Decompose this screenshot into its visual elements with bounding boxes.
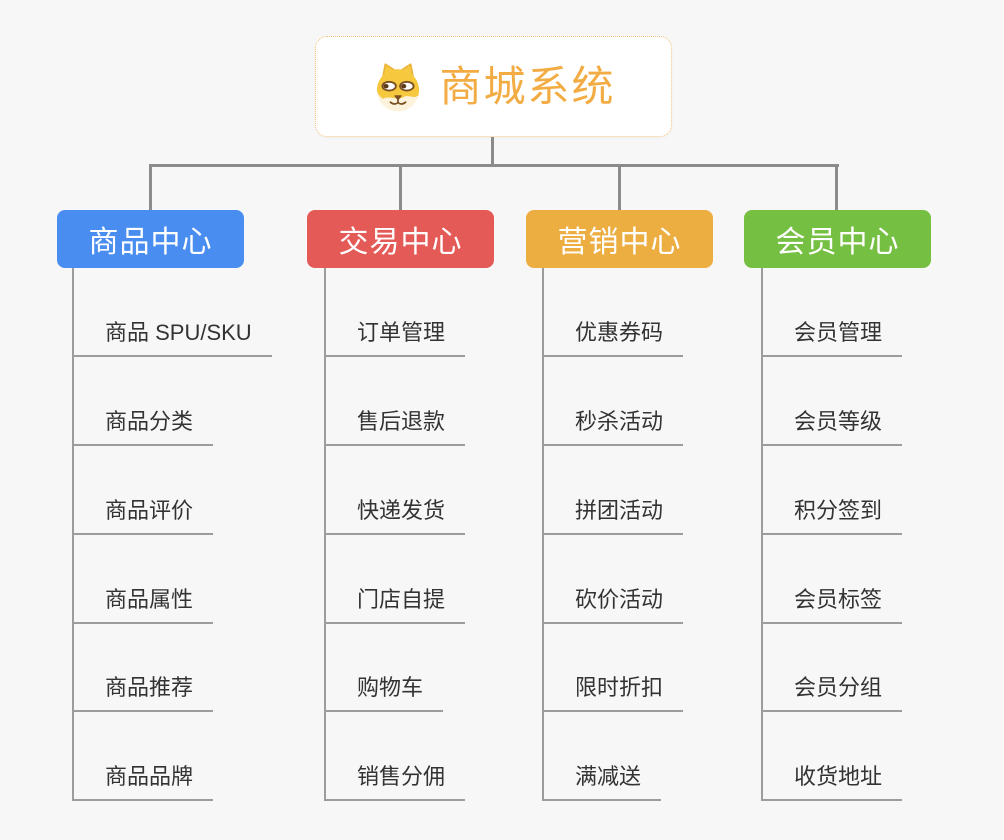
branch-drop-line (399, 164, 402, 210)
leaf-node[interactable]: 商品品牌 (72, 764, 214, 801)
leaf-node[interactable]: 商品 SPU/SKU (72, 320, 272, 357)
branch-node-product-center[interactable]: 商品中心 (57, 210, 244, 268)
leaf-node[interactable]: 商品评价 (72, 498, 214, 535)
branch-drop-line (835, 164, 838, 210)
leaf-node[interactable]: 限时折扣 (542, 675, 684, 712)
branch-label: 商品中心 (88, 226, 213, 259)
root-node-mall-system[interactable]: 商城系统 (315, 36, 672, 137)
branch-label: 营销中心 (557, 226, 682, 259)
leaf-node[interactable]: 砍价活动 (542, 587, 684, 624)
leaf-node[interactable]: 满减送 (542, 764, 662, 801)
branch-drop-line (618, 164, 621, 210)
leaf-node[interactable]: 销售分佣 (324, 764, 466, 801)
leaf-node[interactable]: 会员标签 (761, 587, 903, 624)
leaf-node[interactable]: 快递发货 (324, 498, 466, 535)
leaf-node[interactable]: 收货地址 (761, 764, 903, 801)
leaf-node[interactable]: 订单管理 (324, 320, 466, 357)
leaf-node[interactable]: 会员管理 (761, 320, 903, 357)
leaf-node[interactable]: 积分签到 (761, 498, 903, 535)
leaf-node[interactable]: 购物车 (324, 675, 444, 712)
leaf-node[interactable]: 优惠券码 (542, 320, 684, 357)
branch-label: 会员中心 (775, 226, 900, 259)
root-node-title: 商城系统 (439, 62, 616, 110)
leaf-node[interactable]: 商品分类 (72, 409, 214, 446)
leaf-node[interactable]: 商品属性 (72, 587, 214, 624)
leaf-node[interactable]: 秒杀活动 (542, 409, 684, 446)
leaf-node[interactable]: 会员分组 (761, 675, 903, 712)
branch-node-member-center[interactable]: 会员中心 (744, 210, 931, 268)
leaf-node[interactable]: 门店自提 (324, 587, 466, 624)
doge-dog-icon (377, 62, 420, 111)
leaf-node[interactable]: 售后退款 (324, 409, 466, 446)
branch-node-trade-center[interactable]: 交易中心 (307, 210, 494, 268)
leaf-node[interactable]: 拼团活动 (542, 498, 684, 535)
leaf-node[interactable]: 会员等级 (761, 409, 903, 446)
branch-label: 交易中心 (338, 226, 463, 259)
branch-bus-line (149, 164, 839, 167)
leaf-node[interactable]: 商品推荐 (72, 675, 214, 712)
root-stem-line (491, 137, 494, 167)
branch-drop-line (149, 164, 152, 210)
branch-node-marketing-center[interactable]: 营销中心 (526, 210, 713, 268)
